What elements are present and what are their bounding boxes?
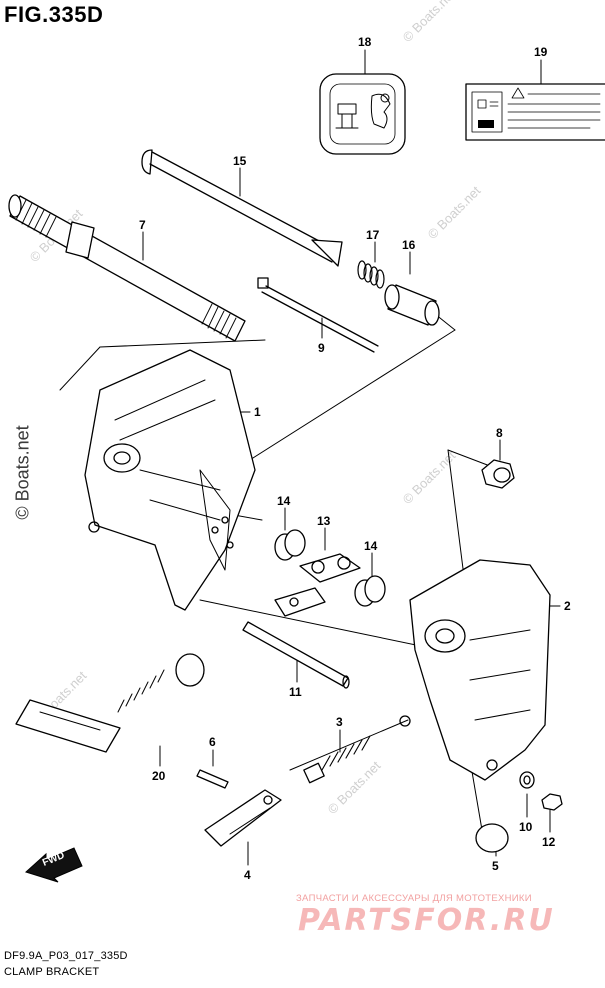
callout-1: 1 [254, 405, 261, 419]
fwd-arrow-icon: FWD [25, 847, 83, 883]
callout-18: 18 [358, 35, 372, 49]
callout-7: 7 [139, 218, 146, 232]
callout-16: 16 [402, 238, 416, 252]
callout-19: 19 [534, 45, 548, 59]
callout-17: 17 [366, 228, 380, 242]
callout-11: 11 [289, 685, 302, 699]
callout-6: 6 [209, 735, 216, 749]
callout-14-left: 14 [277, 494, 291, 508]
callout-3: 3 [336, 715, 343, 729]
callout-15: 15 [233, 154, 247, 168]
callout-14-right: 14 [364, 539, 378, 553]
callout-4: 4 [244, 868, 251, 882]
figure-caption: CLAMP BRACKET [4, 966, 100, 978]
brand-name: PARTSFOR.RU [298, 903, 555, 938]
figure-title: FIG.335D [4, 2, 104, 27]
callout-8: 8 [496, 426, 503, 440]
callout-12: 12 [542, 835, 556, 849]
callout-5: 5 [492, 859, 499, 873]
callout-20: 20 [152, 769, 166, 783]
callout-10: 10 [519, 820, 533, 834]
callout-2: 2 [564, 599, 571, 613]
callout-9: 9 [318, 341, 325, 355]
model-code: DF9.9A_P03_017_335D [4, 950, 128, 962]
callout-13: 13 [317, 514, 331, 528]
brand-tagline: ЗАПЧАСТИ И АКСЕССУАРЫ ДЛЯ МОТОТЕХНИКИ [296, 893, 532, 904]
